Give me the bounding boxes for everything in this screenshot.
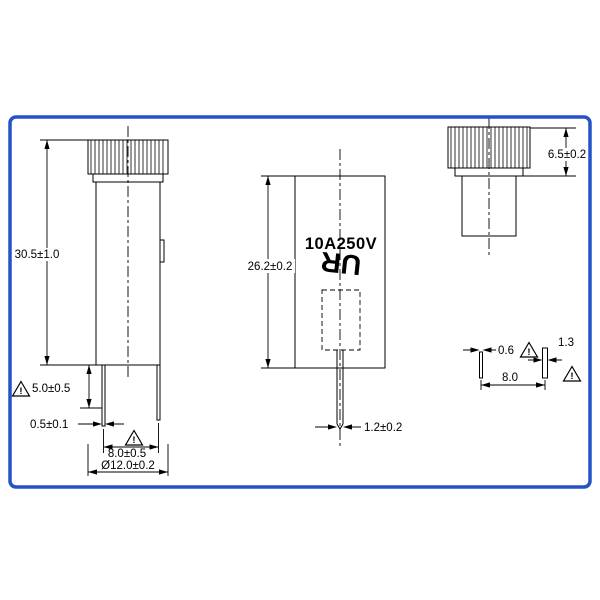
- cap-knurl-hatching: [450, 127, 528, 168]
- dim-side-height-label: 26.2±0.2: [248, 261, 293, 273]
- warning-triangle-icon: !: [11, 380, 31, 397]
- warning-triangle-icon: !: [124, 429, 144, 446]
- dim-detail-pin-b: 1.3: [528, 337, 574, 363]
- dim-detail-pin-a-label: 0.6: [498, 345, 514, 357]
- side-pin: [336, 350, 344, 430]
- ul-recognized-mark-icon: UR: [319, 246, 362, 281]
- warning-mark: !: [570, 371, 573, 382]
- dim-side-height: 26.2±0.2: [245, 175, 295, 369]
- dim-front-pin-length: ! 5.0±0.5: [11, 365, 102, 409]
- warning-triangle-icon: !: [519, 341, 539, 358]
- dim-front-diameter: Ø12.0±0.2: [87, 444, 169, 476]
- front-cap-knurl: [90, 140, 164, 174]
- front-view: [87, 126, 169, 427]
- front-pin-right: [156, 364, 161, 421]
- dim-front-pin-length-label: 5.0±0.5: [32, 383, 70, 395]
- warning-mark: !: [527, 347, 530, 358]
- cap-body: [461, 175, 517, 237]
- side-fuse-hidden-outline: [321, 289, 361, 351]
- front-body: [95, 181, 161, 366]
- dim-front-height: 30.5±1.0: [11, 139, 96, 366]
- blue-frame: [8, 115, 592, 489]
- warning-triangle-icon: !: [562, 365, 582, 382]
- warning-mark: !: [19, 386, 22, 397]
- dim-front-height-label: 30.5±1.0: [15, 249, 60, 261]
- dim-front-pin-spacing-label: 8.0±0.5: [108, 448, 146, 460]
- warning-mark: !: [132, 435, 135, 446]
- dim-cap-height: 6.5±0.2: [523, 127, 590, 177]
- pin-detail-view: [479, 347, 548, 379]
- dim-detail-pin-spacing: 8.0 !: [480, 365, 582, 390]
- detail-pin-a: [479, 351, 483, 379]
- dim-front-pin-tip-label: 0.5±0.1: [30, 419, 68, 431]
- dim-detail-pin-spacing-label: 8.0: [502, 372, 518, 384]
- dim-detail-pin-a: 0.6 !: [463, 341, 539, 358]
- cap-view: [447, 118, 531, 258]
- dim-side-pin-width: 1.2±0.2: [315, 422, 402, 434]
- rating-label: 10A250V: [305, 235, 377, 253]
- front-side-tab: [159, 239, 165, 263]
- side-view: [294, 149, 386, 447]
- dim-front-pin-tip: 0.5±0.1: [30, 419, 124, 431]
- dim-side-pin-width-label: 1.2±0.2: [364, 422, 402, 434]
- detail-pin-b: [542, 347, 548, 379]
- front-pin-left: [101, 364, 106, 427]
- dim-front-diameter-label: Ø12.0±0.2: [101, 460, 155, 472]
- dim-cap-height-label: 6.5±0.2: [548, 149, 586, 161]
- dim-front-pin-spacing: ! 8.0±0.5: [103, 423, 159, 460]
- dim-detail-pin-b-label: 1.3: [558, 337, 574, 349]
